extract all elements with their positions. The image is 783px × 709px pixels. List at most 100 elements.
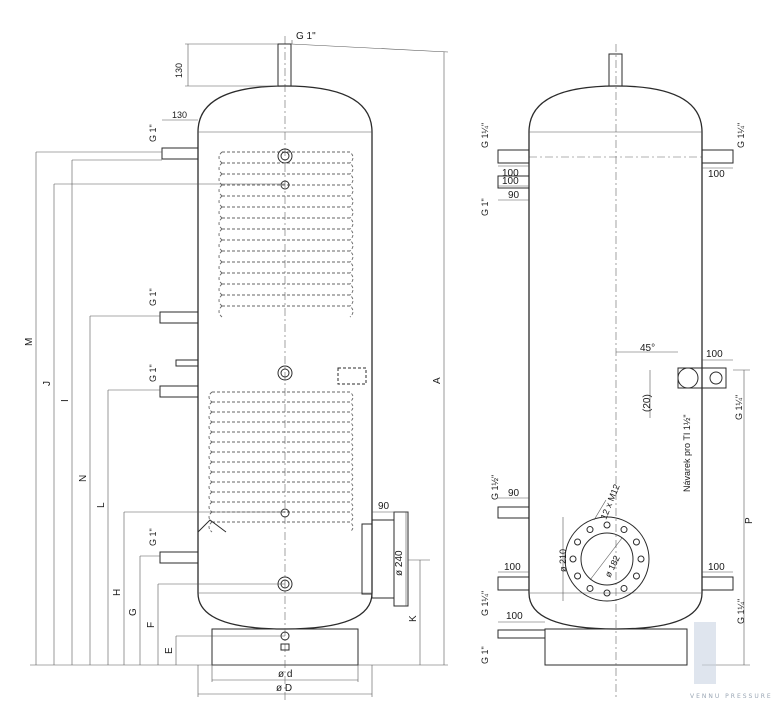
right-view: G 1¼" G 1¼" 100 100 100 90 G 1" 45° 100 …: [480, 44, 773, 700]
coil-loop: [208, 491, 354, 503]
coil-loop: [208, 461, 354, 473]
right-tank-body: [528, 44, 703, 700]
coil-loop: [218, 228, 354, 241]
outer-diameter-label: ø D: [276, 683, 292, 694]
coil-loop: [218, 184, 354, 197]
coil-loop: [208, 431, 354, 443]
coil-loop: [218, 283, 354, 296]
port-label-3: G 1": [148, 364, 158, 382]
left-dimension-lines: [30, 40, 448, 697]
level-label-j: J: [42, 381, 53, 386]
level-label-m: M: [24, 338, 35, 346]
port-label-4: G 1": [148, 528, 158, 546]
coil-loop: [218, 206, 354, 219]
left-top-nozzle: [277, 43, 449, 87]
left-side-nozzles: [159, 147, 227, 564]
coil-loop: [218, 261, 354, 274]
bolt-hole: [637, 555, 645, 563]
level-label-n: N: [78, 475, 89, 482]
level-label-f: F: [146, 622, 157, 628]
coil-loop: [208, 471, 354, 483]
upper-thread-left-label: G 1¼": [480, 123, 490, 148]
mid-thread-label: G 1½": [490, 475, 500, 500]
angle-label: 45°: [640, 343, 655, 354]
watermark: VENNU PRESSURE: [690, 622, 773, 700]
bolt-hole: [632, 572, 640, 580]
bolt-hole: [632, 538, 640, 546]
coil-loop: [218, 239, 354, 252]
bolt-hole: [620, 526, 628, 534]
sensor-bosses: [277, 148, 293, 651]
right-flange: [564, 516, 650, 602]
flange-offset-label: 90: [378, 501, 390, 512]
coil-loop: [218, 217, 354, 230]
coil-loop: [218, 272, 354, 285]
bottom-thread-label: G 1": [480, 646, 490, 664]
bolt-hole: [574, 572, 582, 580]
bolt-hole: [586, 526, 594, 534]
watermark-text: VENNU PRESSURE: [690, 693, 773, 700]
lower-length-left-label: 100: [504, 562, 521, 573]
flange-height-label: K: [408, 615, 419, 622]
upper-thread-right-label: G 1¼": [736, 123, 746, 148]
bolt-hole: [586, 584, 594, 592]
second-offset-label: 90: [508, 190, 520, 201]
coil-loop: [218, 151, 354, 164]
coil-loop: [218, 173, 354, 186]
coil-loop: [208, 501, 354, 513]
bolt-hole: [574, 538, 582, 546]
lower-length-right-label: 100: [708, 562, 725, 573]
left-view: G 1" 130 130 G 1" G 1" G 1" G 1" M J I N…: [24, 31, 449, 700]
top-height-label: 130: [174, 63, 184, 78]
coil-loop: [218, 250, 354, 263]
bolt-count-label: 12 x M12: [599, 483, 622, 521]
port-label-2: G 1": [148, 288, 158, 306]
upper-side-length-label: 130: [172, 110, 187, 120]
lower-thread-left-label: G 1¼": [480, 591, 490, 616]
bottom-length-label: 100: [506, 611, 523, 622]
coil-loop: [218, 294, 354, 307]
upper-length-left-label: 100: [502, 168, 519, 179]
coil-loop: [208, 421, 354, 433]
upper-heat-exchanger-coil: [218, 151, 354, 318]
sensor-note-label: Návarek pro TI 1½": [682, 414, 692, 492]
sensor-length-label: 100: [706, 349, 723, 360]
coil-loop: [208, 521, 354, 533]
sensor-thread-label: G 1¼": [734, 395, 744, 420]
lower-thread-right-label: G 1¼": [736, 599, 746, 624]
flange-bolt-circle-label: ø 182: [603, 554, 622, 579]
flange-outer-label: ø 210: [558, 549, 568, 572]
right-dimension-lines: [498, 165, 750, 666]
coil-loop: [208, 481, 354, 493]
second-thread-label: G 1": [480, 198, 490, 216]
sensor-offset-label: (20): [642, 394, 653, 412]
inner-diameter-label: ø d: [278, 669, 292, 680]
coil-loop: [218, 195, 354, 208]
level-label-e: E: [164, 647, 175, 654]
coil-loop: [208, 451, 354, 463]
flange-diameter-label: ø 240: [394, 550, 405, 576]
bolt-hole: [620, 584, 628, 592]
top-connection-label: G 1": [296, 31, 316, 42]
left-labels: G 1" 130 130 G 1" G 1" G 1" G 1" M J I N…: [24, 31, 443, 694]
coil-loop: [218, 162, 354, 175]
port-label-1: G 1": [148, 124, 158, 142]
coil-loop: [218, 305, 354, 318]
bolt-hole: [569, 555, 577, 563]
coil-loop: [208, 401, 354, 413]
mid-offset-label: 90: [508, 488, 520, 499]
overall-height-label: A: [432, 377, 443, 384]
coil-loop: [208, 391, 354, 403]
level-label-g: G: [128, 608, 139, 616]
height-p-label: P: [744, 517, 755, 524]
right-nozzles: [497, 149, 734, 639]
coil-loop: [208, 411, 354, 423]
second-length-label: 100: [502, 176, 519, 187]
coil-loop: [208, 441, 354, 453]
level-label-h: H: [112, 589, 123, 596]
level-label-l: L: [96, 502, 107, 508]
level-label-i: I: [60, 399, 71, 402]
bolt-hole: [603, 521, 611, 529]
bolt-hole: [603, 589, 611, 597]
